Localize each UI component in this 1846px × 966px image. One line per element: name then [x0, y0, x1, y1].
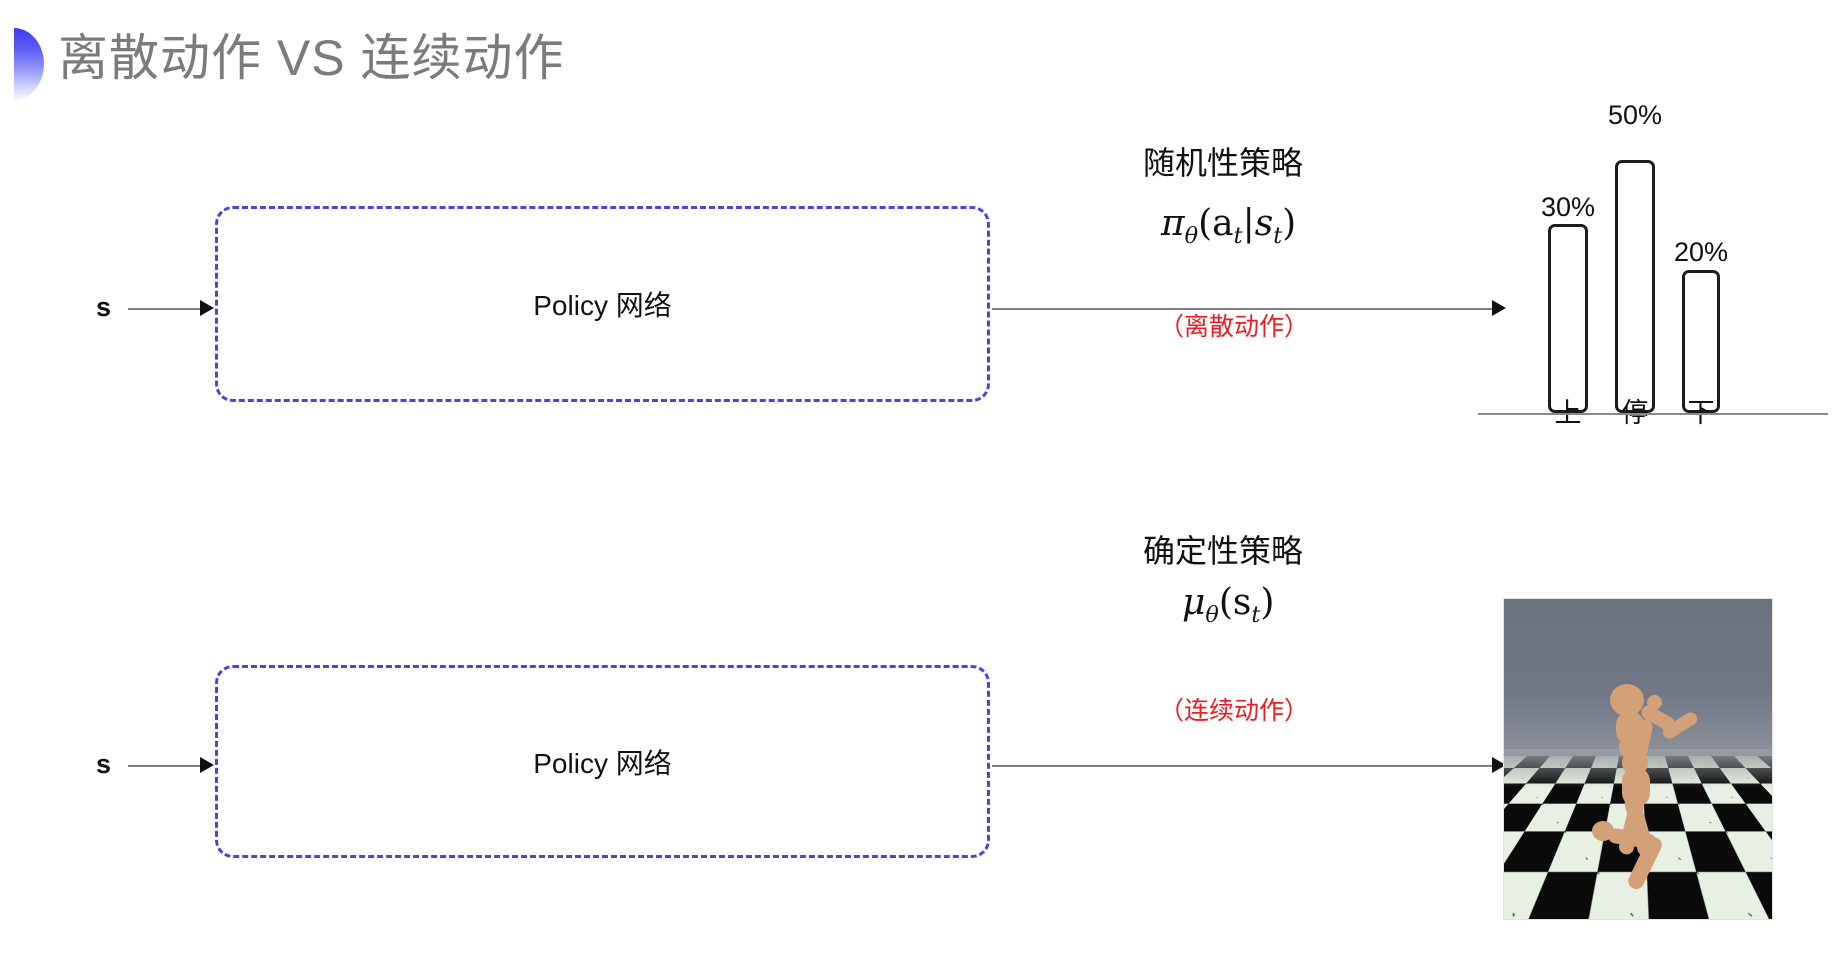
input-arrow-line-discrete [128, 308, 208, 310]
formula-open-action: (a [1198, 203, 1234, 244]
stochastic-policy-label: 随机性策略 [1143, 145, 1304, 181]
policy-network-label: Policy 网络 [533, 747, 672, 779]
output-arrow-line-continuous [992, 765, 1502, 767]
formula-given-state: |s [1242, 203, 1274, 244]
formula-pi: π [1161, 203, 1185, 244]
output-arrow-head-discrete [1492, 300, 1506, 316]
input-arrow-head-continuous [200, 757, 214, 773]
policy-network-label: Policy 网络 [533, 290, 672, 321]
bar-category-down: 下 [1687, 398, 1715, 428]
formula-mu: μ [1182, 582, 1206, 623]
bar-stop [1615, 160, 1655, 413]
continuous-action-note: （连续动作） [1159, 697, 1310, 725]
output-arrow-line-discrete [992, 308, 1502, 310]
input-arrow-line-continuous [128, 765, 208, 767]
policy-network-box-continuous: Policy 网络 [215, 665, 990, 858]
formula-theta: θ [1184, 223, 1199, 250]
bar-value-down: 20% [1673, 237, 1729, 267]
state-input-label-discrete: s [96, 292, 112, 322]
humanoid-hand-right [1647, 695, 1662, 710]
output-arrow-head-continuous [1492, 757, 1506, 773]
bar-value-up: 30% [1540, 192, 1596, 222]
action-probability-bar-chart: 30% 上 50% 停 20% 下 [1470, 95, 1846, 435]
deterministic-policy-label: 确定性策略 [1143, 533, 1304, 569]
policy-network-box-discrete: Policy 网络 [215, 206, 990, 402]
formula-theta: θ [1205, 602, 1219, 629]
formula-open-state: (s [1218, 582, 1252, 623]
formula-state-t: t [1273, 223, 1283, 250]
bar-down [1682, 270, 1720, 413]
title-bullet-decoration [14, 28, 44, 100]
stochastic-policy-formula: πθ(at|st) [1161, 203, 1296, 249]
state-input-label-continuous: s [96, 749, 112, 779]
humanoid-simulation-image [1503, 598, 1773, 920]
humanoid-foot-right [1592, 821, 1614, 841]
humanoid-head [1610, 684, 1644, 716]
discrete-action-note: （离散动作） [1159, 313, 1310, 341]
bar-up [1548, 224, 1588, 413]
deterministic-policy-formula: μθ(st) [1182, 582, 1274, 628]
bar-value-stop: 50% [1607, 100, 1663, 130]
chart-axis-line [1478, 413, 1828, 415]
formula-state-t: t [1251, 602, 1261, 629]
input-arrow-head-discrete [200, 300, 214, 316]
page-title: 离散动作 VS 连续动作 [58, 30, 565, 86]
formula-close-paren: ) [1282, 203, 1297, 244]
formula-action-t: t [1233, 223, 1243, 250]
formula-close-paren: ) [1260, 582, 1275, 623]
